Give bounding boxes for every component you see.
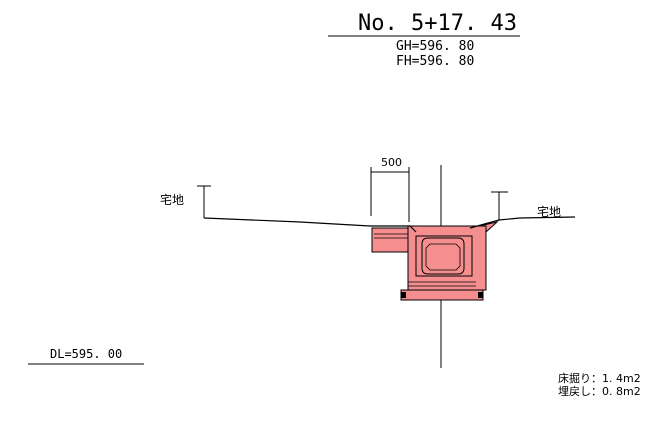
datum-label: DL=595. 00	[50, 347, 122, 361]
dimension-label: 500	[381, 156, 402, 169]
formation-height: FH=596. 80	[396, 54, 474, 69]
ground-height: GH=596. 80	[396, 39, 474, 54]
channel-water	[425, 243, 461, 271]
ground-line	[203, 217, 417, 233]
channel-inner	[421, 237, 465, 275]
left-landuse-label: 宅地	[160, 192, 184, 207]
structure	[371, 221, 499, 301]
base-slab	[400, 289, 484, 301]
station-number: No. 5+17. 43	[358, 11, 517, 36]
excavation-quantity: 床掘り：1. 4m2	[558, 371, 641, 385]
right-landuse-label: 宅地	[537, 204, 561, 219]
ground-line-right	[469, 216, 576, 229]
backfill-quantity: 埋戻し：0. 8m2	[558, 385, 641, 398]
